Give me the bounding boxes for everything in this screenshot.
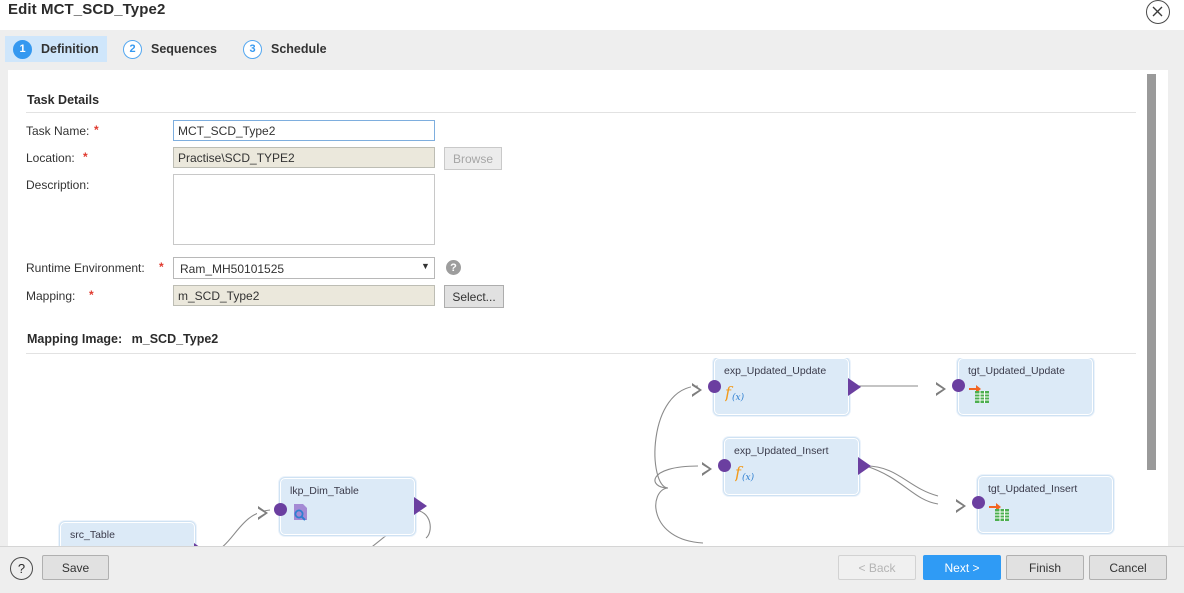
mapping-image-divider [26,353,1136,354]
svg-text:f: f [735,463,744,482]
node-exp-updated-update-label: exp_Updated_Update [724,365,827,377]
node-lkp-dim-table-output-port[interactable] [414,497,427,515]
description-textarea[interactable] [173,174,435,245]
page-title: Edit MCT_SCD_Type2 [8,1,166,18]
back-button[interactable]: < Back [838,555,916,580]
runtime-environment-select[interactable]: Ram_MH50101525 [173,257,435,279]
definition-panel: Task Details Task Name: * Location: * Br… [8,70,1168,546]
tab-sequences[interactable]: 2 Sequences [115,36,225,62]
mapping-input[interactable] [173,285,435,306]
cancel-button[interactable]: Cancel [1089,555,1167,580]
mapping-label: Mapping: [26,289,76,303]
location-required-marker: * [83,150,88,164]
node-exp-updated-update[interactable]: exp_Updated_Update f (x) [691,358,861,416]
connector-arrow-icon [691,383,702,397]
node-tgt-updated-update[interactable]: tgt_Updated_Update [935,358,1094,416]
node-tgt-updated-update-label: tgt_Updated_Update [968,365,1065,377]
node-lkp-dim-table-input-port[interactable] [274,503,287,516]
connector-arrow-icon [935,382,946,396]
dialog-header: Edit MCT_SCD_Type2 [0,0,1184,30]
wizard-tabbar: 1 Definition 2 Sequences 3 Schedule [0,30,1184,70]
tab-schedule[interactable]: 3 Schedule [235,36,335,62]
node-tgt-updated-insert-input-port[interactable] [972,496,985,509]
task-name-label: Task Name: [26,124,90,138]
node-exp-updated-update-output-port[interactable] [848,378,861,396]
mapping-required-marker: * [89,288,94,302]
mapping-connectors [222,385,939,546]
svg-text:f: f [725,383,734,402]
mapping-image-name: m_SCD_Type2 [131,332,219,346]
next-button[interactable]: Next > [923,555,1001,580]
panel-scrollbar-track[interactable] [1147,70,1162,546]
tab-schedule-number: 3 [243,39,262,59]
target-table-icon [989,501,1013,526]
tab-schedule-label: Schedule [271,42,327,56]
help-glyph: ? [17,561,26,576]
node-exp-updated-insert[interactable]: exp_Updated_Insert f (x) [701,437,871,496]
task-details-heading: Task Details [27,93,100,107]
node-exp-updated-insert-input-port[interactable] [718,459,731,472]
expression-icon: f (x) [734,463,759,486]
help-glyph: ? [450,261,457,274]
target-table-icon [969,383,993,408]
select-mapping-button[interactable]: Select... [444,285,504,308]
node-src-table-label: src_Table [70,529,115,541]
node-src-table-output-port[interactable] [194,543,207,546]
task-name-input[interactable] [173,120,435,141]
connector-arrow-icon [257,506,268,520]
node-lkp-dim-table[interactable]: lkp_Dim_Table [257,477,427,536]
mapping-canvas[interactable]: src_Table lkp_Dim_Table [8,358,1156,546]
panel-scrollbar-thumb[interactable] [1147,74,1156,470]
connector-arrow-icon [955,499,966,513]
node-tgt-updated-insert-label: tgt_Updated_Insert [988,483,1078,495]
help-circle-icon[interactable]: ? [10,557,33,580]
help-circle-icon[interactable]: ? [446,260,461,275]
description-label: Description: [26,178,90,192]
tab-definition-label: Definition [41,42,99,56]
node-exp-updated-insert-output-port[interactable] [858,457,871,475]
svg-text:(x): (x) [742,472,755,483]
expression-icon: f (x) [724,383,749,406]
node-lkp-dim-table-label: lkp_Dim_Table [290,485,359,497]
tab-sequences-label: Sequences [151,42,218,56]
location-input[interactable] [173,147,435,168]
mapping-image-heading-prefix: Mapping Image: [27,332,123,346]
dialog-footer: ? Save < Back Next > Finish Cancel [0,546,1184,593]
lookup-icon [291,503,311,526]
task-details-divider [26,112,1136,113]
close-icon[interactable] [1146,0,1170,24]
runtime-environment-value: Ram_MH50101525 [180,262,285,276]
tab-definition[interactable]: 1 Definition [5,36,107,62]
node-exp-updated-insert-label: exp_Updated_Insert [734,445,829,457]
close-glyph [1152,6,1163,17]
location-label: Location: [26,151,75,165]
mapping-image-heading: Mapping Image: m_SCD_Type2 [27,332,218,346]
node-exp-updated-update-input-port[interactable] [708,380,721,393]
node-tgt-updated-insert[interactable]: tgt_Updated_Insert [955,475,1114,534]
browse-button[interactable]: Browse [444,147,502,170]
node-tgt-updated-update-input-port[interactable] [952,379,965,392]
connector-arrow-icon [701,462,712,476]
runtime-environment-required-marker: * [159,260,164,274]
finish-button[interactable]: Finish [1006,555,1084,580]
tab-definition-number: 1 [13,39,32,59]
task-name-required-marker: * [94,123,99,137]
svg-text:(x): (x) [732,392,745,403]
save-button[interactable]: Save [42,555,109,580]
runtime-environment-label: Runtime Environment: [26,261,145,275]
node-src-table[interactable]: src_Table [59,521,207,546]
tab-sequences-number: 2 [123,39,142,59]
